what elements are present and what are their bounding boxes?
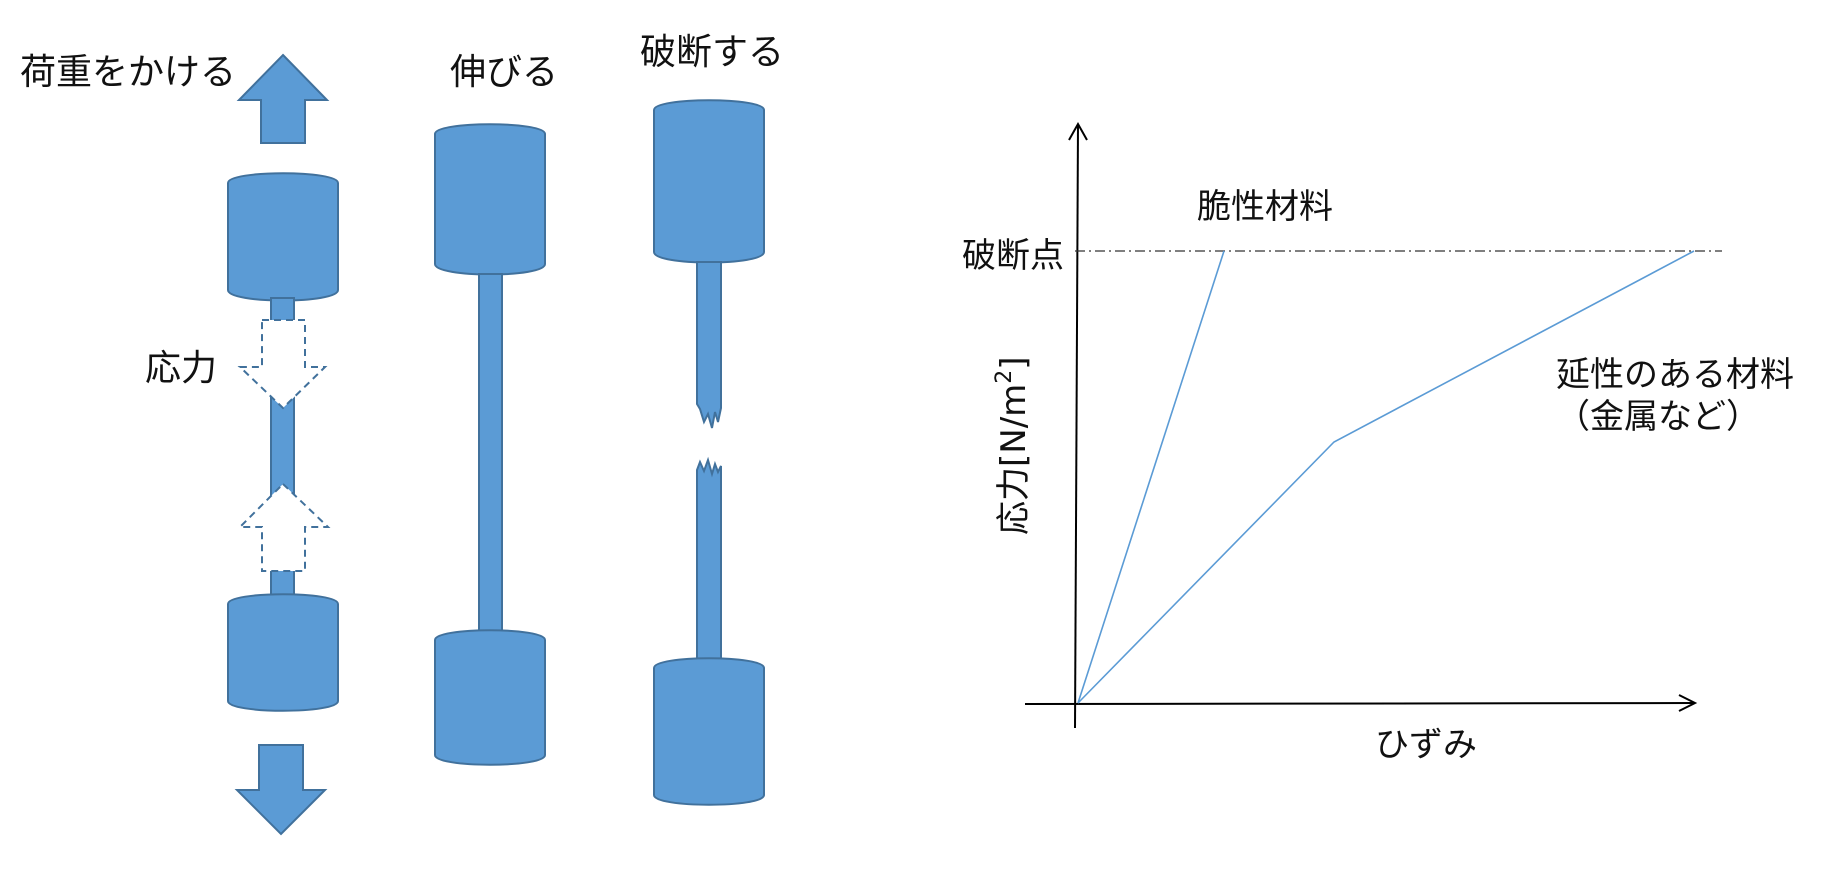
stress-arrow-down-icon bbox=[237, 319, 328, 410]
stretch-label: 伸びる bbox=[450, 52, 558, 93]
ductile-material-note: （金属など） bbox=[1556, 397, 1760, 437]
y-axis-arrowhead-icon bbox=[1068, 121, 1088, 141]
apply-load-label: 荷重をかける bbox=[20, 52, 236, 93]
broken-rod-lower bbox=[696, 456, 722, 661]
broken-rod-upper bbox=[696, 261, 722, 429]
y-axis-label-main: 応力[N/m bbox=[994, 384, 1034, 535]
arrow-down-icon bbox=[234, 744, 328, 836]
bottom-grip bbox=[434, 629, 546, 766]
y-axis-label-close: ] bbox=[994, 356, 1034, 369]
y-axis bbox=[1074, 123, 1079, 729]
top-grip bbox=[434, 123, 546, 276]
fracture-point-label: 破断点 bbox=[962, 236, 1064, 276]
top-grip bbox=[653, 99, 765, 264]
brittle-material-label: 脆性材料 bbox=[1197, 187, 1333, 227]
y-axis-label: 応力[N/m2] bbox=[992, 356, 1034, 535]
bottom-grip bbox=[653, 657, 765, 806]
top-grip bbox=[227, 172, 339, 302]
brittle-curve bbox=[1077, 250, 1225, 704]
y-axis-label-superscript: 2 bbox=[992, 370, 1017, 384]
stress-arrow-up-icon bbox=[237, 482, 331, 572]
x-axis-label: ひずみ bbox=[1375, 725, 1477, 765]
x-axis-arrowhead-icon bbox=[1678, 694, 1698, 712]
stretch-specimen: 伸びる bbox=[434, 52, 558, 766]
stress-label: 応力 bbox=[145, 348, 217, 389]
rod bbox=[478, 273, 503, 641]
load-specimen: 荷重をかける 応力 bbox=[20, 52, 339, 836]
ductile-curve bbox=[1077, 250, 1695, 704]
bottom-grip bbox=[227, 593, 339, 712]
stress-strain-graph: 破断点 脆性材料 延性のある材料 （金属など） ひずみ 応力[N/m2] bbox=[962, 121, 1794, 765]
ductile-material-label: 延性のある材料 bbox=[1556, 355, 1794, 395]
fracture-label: 破断する bbox=[640, 32, 784, 73]
arrow-up-icon bbox=[236, 53, 330, 144]
fracture-specimen: 破断する bbox=[640, 32, 784, 806]
x-axis bbox=[1024, 702, 1696, 705]
